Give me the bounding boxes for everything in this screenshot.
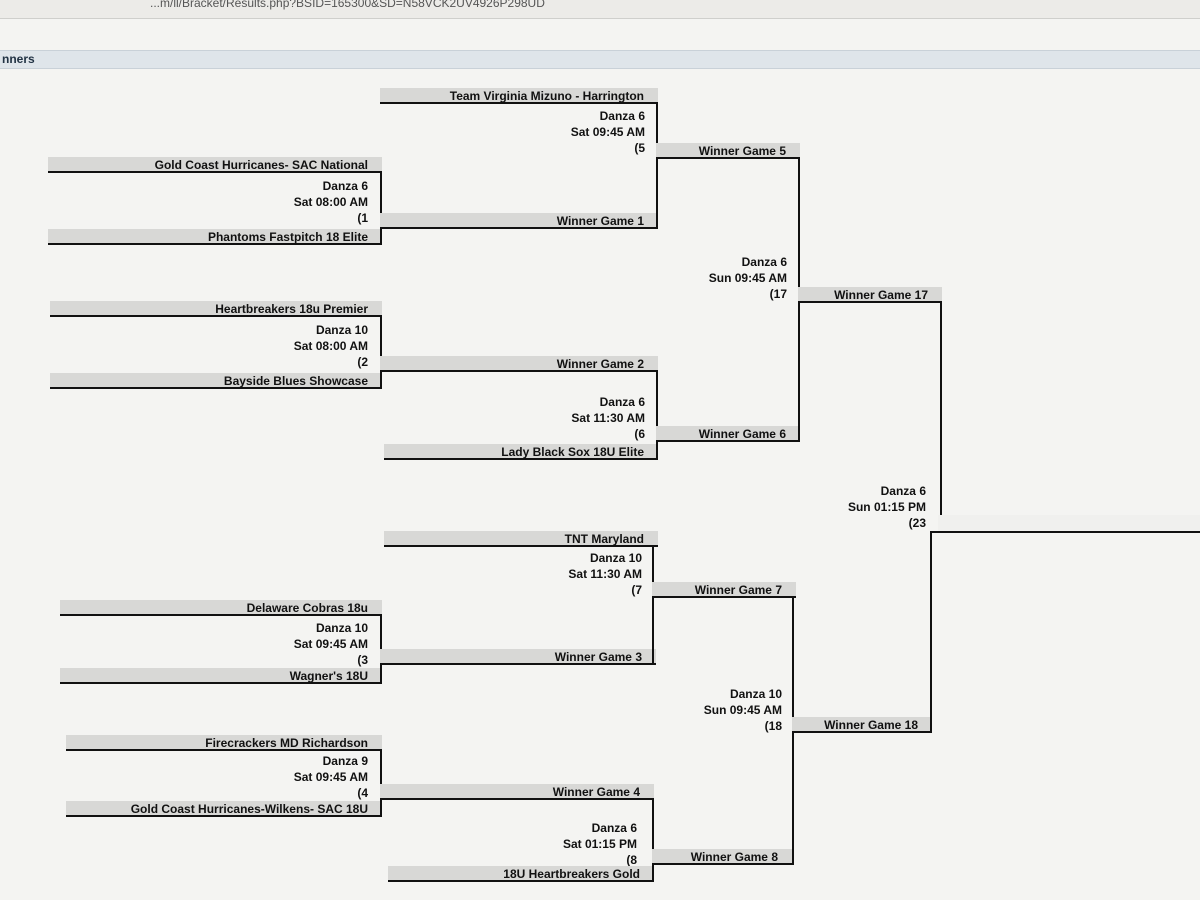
game-number: (5 [634,141,645,155]
team-slot: Winner Game 5 [656,143,800,159]
game-number: (4 [357,786,368,800]
champion-slot-bg [938,515,1200,531]
field-name: Danza 10 [315,323,368,337]
team-slot: Gold Coast Hurricanes- SAC National [48,157,382,173]
field-name: Danza 6 [322,179,368,193]
field-name: Danza 6 [741,255,787,269]
team-slot: Winner Game 6 [656,426,800,442]
team-slot: Winner Game 2 [380,356,658,372]
team-slot: Bayside Blues Showcase [50,373,382,389]
bracket-connector [380,315,382,389]
game-time: Sat 11:30 AM [571,411,645,425]
bracket-connector [656,372,658,460]
field-name: Danza 10 [729,687,782,701]
game-number: (1 [357,211,368,225]
game-time: Sat 09:45 AM [570,125,645,139]
game-time: Sun 09:45 AM [708,271,787,285]
game-number: (6 [634,427,645,441]
team-slot: Winner Game 4 [380,784,654,800]
game-info: Danza 6 Sat 11:30 AM (6 [571,394,645,442]
field-name: Danza 10 [315,621,368,635]
team-slot: Winner Game 17 [798,287,942,303]
game-number: (2 [357,355,368,369]
game-number: (23 [908,516,926,530]
team-slot: Delaware Cobras 18u [60,600,382,616]
team-slot: Wagner's 18U [60,668,382,684]
game-info: Danza 10 Sat 09:45 AM (3 [294,620,368,668]
game-number: (8 [626,853,637,867]
team-slot: Lady Black Sox 18U Elite [384,444,658,460]
game-time: Sat 09:45 AM [293,637,368,651]
bracket-connector [652,545,654,665]
team-slot: TNT Maryland [384,531,658,547]
team-slot: 18U Heartbreakers Gold [388,866,654,882]
team-slot: Winner Game 1 [380,213,658,229]
bracket-connector [380,749,382,817]
field-name: Danza 6 [599,109,645,123]
team-slot: Gold Coast Hurricanes-Wilkens- SAC 18U [66,801,382,817]
team-slot: Winner Game 3 [380,649,656,665]
game-number: (3 [357,653,368,667]
game-info: Danza 6 Sat 09:45 AM (5 [571,108,645,156]
game-time: Sun 09:45 AM [703,703,782,717]
team-slot: Winner Game 18 [792,717,932,733]
url-text: ...m/ll/Bracket/Results.php?BSID=165300&… [150,0,545,10]
game-info: Danza 6 Sun 01:15 PM (23 [848,483,926,531]
game-time: Sat 08:00 AM [293,195,368,209]
team-slot: Firecrackers MD Richardson [66,735,382,751]
bracket-connector [652,798,654,882]
game-number: (18 [764,719,782,733]
game-info: Danza 10 Sat 11:30 AM (7 [568,550,642,598]
team-slot: Team Virginia Mizuno - Harrington [380,88,658,104]
team-slot: Winner Game 8 [652,849,792,865]
bracket-connector [930,531,932,733]
game-info: Danza 9 Sat 09:45 AM (4 [294,753,368,801]
game-time: Sun 01:15 PM [847,500,926,514]
section-title: nners [2,52,35,66]
bracket-connector [940,301,942,533]
address-bar[interactable]: ...m/ll/Bracket/Results.php?BSID=165300&… [0,0,1200,19]
game-time: Sat 11:30 AM [568,567,642,581]
team-slot: Winner Game 7 [652,582,796,598]
game-info: Danza 6 Sat 01:15 PM (8 [563,820,637,868]
game-number: (17 [769,287,787,301]
field-name: Danza 9 [322,754,368,768]
team-slot: Phantoms Fastpitch 18 Elite [48,229,382,245]
field-name: Danza 10 [589,551,642,565]
section-header: nners [0,50,1200,69]
game-time: Sat 09:45 AM [293,770,368,784]
bracket-connector [656,102,658,229]
bracket-connector [380,171,382,245]
field-name: Danza 6 [880,484,926,498]
game-number: (7 [631,583,642,597]
team-slot: Heartbreakers 18u Premier [50,301,382,317]
game-info: Danza 6 Sun 09:45 AM (17 [709,254,787,302]
game-info: Danza 6 Sat 08:00 AM (1 [294,178,368,226]
game-time: Sat 08:00 AM [293,339,368,353]
champion-slot [930,531,1200,533]
game-info: Danza 10 Sat 08:00 AM (2 [294,322,368,370]
field-name: Danza 6 [599,395,645,409]
game-info: Danza 10 Sun 09:45 AM (18 [704,686,782,734]
game-time: Sat 01:15 PM [562,837,637,851]
field-name: Danza 6 [591,821,637,835]
